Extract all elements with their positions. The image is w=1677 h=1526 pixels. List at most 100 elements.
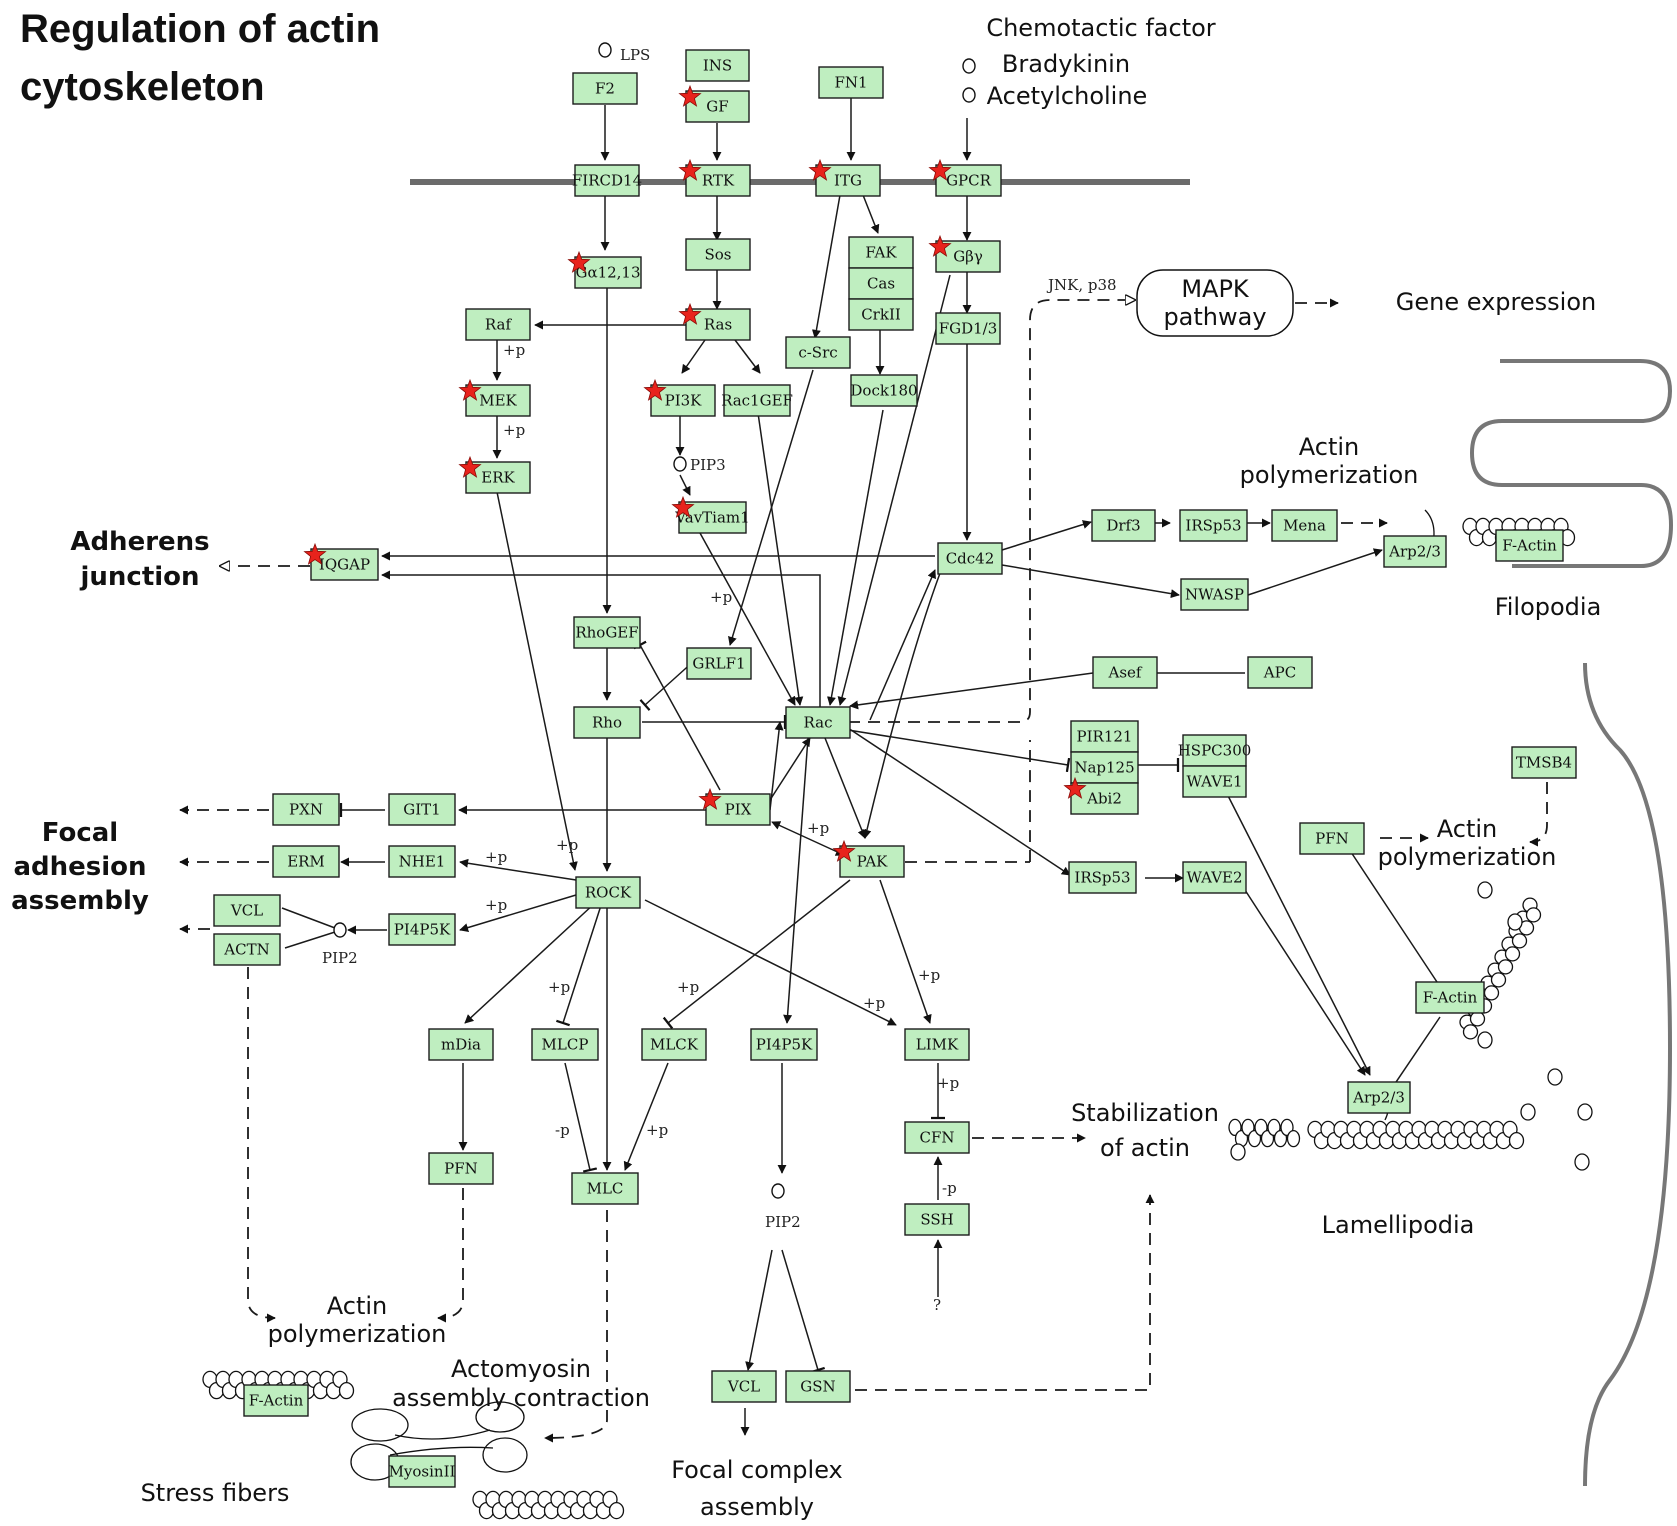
minus-p-label: -p	[555, 1121, 570, 1139]
gene-node-gpcr[interactable]: GPCR	[928, 158, 1002, 197]
gene-node-pi4p5kb[interactable]: PI4P5K	[750, 1028, 818, 1061]
gene-node-rock[interactable]: ROCK	[575, 876, 641, 909]
gene-node-gby[interactable]: Gβγ	[928, 234, 1001, 273]
gene-node-nwasp[interactable]: NWASP	[1180, 578, 1249, 611]
gene-node-hspc300[interactable]: HSPC300	[1178, 734, 1252, 767]
gene-label: MEK	[479, 392, 517, 410]
gene-label: ERM	[287, 853, 325, 871]
gene-node-cfn[interactable]: CFN	[904, 1121, 970, 1154]
gene-label: HSPC300	[1178, 742, 1252, 760]
actin-monomer	[1577, 1103, 1593, 1121]
gene-node-myosinii[interactable]: MyosinII	[388, 1455, 456, 1488]
gene-node-pi3k[interactable]: PI3K	[643, 378, 716, 417]
gene-label: GPCR	[946, 172, 992, 190]
gene-node-f2[interactable]: F2	[572, 72, 638, 105]
gene-box	[272, 793, 340, 826]
gene-node-pir121[interactable]: PIR121	[1070, 720, 1139, 753]
gene-node-vavtiam1[interactable]: VavTiam1	[671, 495, 750, 534]
gene-node-factina[interactable]: F-Actin	[1495, 529, 1564, 562]
gene-box	[1495, 529, 1564, 562]
labels: Chemotactic factor Bradykinin Acetylchol…	[11, 14, 1601, 1521]
actin-monomer	[1525, 907, 1542, 923]
gene-node-sos[interactable]: Sos	[685, 238, 751, 271]
gene-node-cas[interactable]: Cas	[848, 267, 914, 300]
mapk-pathway-label: pathway	[1163, 303, 1266, 331]
gene-label: FGD1/3	[939, 320, 998, 338]
gene-node-abi2[interactable]: Abi2	[1063, 776, 1139, 815]
gene-node-fn1[interactable]: FN1	[818, 66, 884, 99]
gene-node-factinc[interactable]: F-Actin	[243, 1384, 309, 1417]
gene-node-pix[interactable]: PIX	[698, 787, 771, 826]
gene-node-factinb[interactable]: F-Actin	[1415, 981, 1485, 1014]
gene-node-irsp53b[interactable]: IRSp53	[1068, 861, 1137, 894]
gene-node-ga1213[interactable]: Gα12,13	[567, 250, 642, 289]
gene-node-pxn[interactable]: PXN	[272, 793, 340, 826]
gene-node-mlc[interactable]: MLC	[571, 1172, 639, 1205]
gene-node-tmsb4[interactable]: TMSB4	[1511, 746, 1577, 779]
gene-node-rhogef[interactable]: RhoGEF	[573, 616, 641, 649]
gene-node-actn[interactable]: ACTN	[213, 933, 281, 966]
gene-label: ROCK	[585, 884, 632, 902]
gene-node-nhe1[interactable]: NHE1	[388, 845, 456, 878]
gene-node-grlf1[interactable]: GRLF1	[686, 647, 752, 680]
gene-node-gsn[interactable]: GSN	[785, 1370, 851, 1403]
gene-node-fak[interactable]: FAK	[848, 236, 914, 269]
gene-node-itg[interactable]: ITG	[808, 158, 881, 197]
gene-node-git1[interactable]: GIT1	[388, 793, 456, 826]
gene-node-pi4p5ka[interactable]: PI4P5K	[388, 913, 456, 946]
gene-node-mlck[interactable]: MLCK	[641, 1028, 707, 1061]
gene-node-ssh[interactable]: SSH	[904, 1203, 970, 1236]
actin-monomer	[1574, 1153, 1590, 1171]
gene-node-irsp53a[interactable]: IRSp53	[1179, 509, 1248, 542]
gene-node-rac1gef[interactable]: Rac1GEF	[721, 384, 793, 417]
gene-node-fgd13[interactable]: FGD1/3	[935, 312, 1001, 345]
gene-node-asef[interactable]: Asef	[1092, 656, 1158, 689]
filopodia-membrane	[1469, 359, 1674, 568]
gene-box	[1415, 981, 1485, 1014]
lamellipodia-label: Lamellipodia	[1322, 1211, 1475, 1239]
gene-node-ins[interactable]: INS	[685, 49, 750, 82]
gene-node-vclb[interactable]: VCL	[711, 1370, 777, 1403]
gene-node-erm[interactable]: ERM	[272, 845, 340, 878]
gene-node-pak[interactable]: PAK	[832, 839, 905, 878]
gene-node-fircd14[interactable]: FIRCD14	[572, 164, 642, 197]
gene-node-rac[interactable]: Rac	[785, 706, 851, 739]
gene-node-arp23a[interactable]: Arp2/3	[1383, 535, 1447, 568]
gene-node-iqgap[interactable]: IQGAP	[303, 542, 379, 581]
gene-node-rtk[interactable]: RTK	[678, 158, 751, 197]
gene-box	[428, 1152, 494, 1185]
actin-polymerization-bottom-line2: polymerization	[268, 1320, 447, 1348]
gene-node-apc[interactable]: APC	[1247, 656, 1313, 689]
gene-node-mena[interactable]: Mena	[1271, 509, 1338, 542]
gene-box	[1179, 509, 1248, 542]
gene-node-drf3[interactable]: Drf3	[1091, 509, 1156, 542]
gene-node-nap125[interactable]: Nap125	[1070, 751, 1139, 784]
gene-label: Raf	[485, 316, 513, 334]
gene-node-cdc42[interactable]: Cdc42	[937, 542, 1003, 575]
gene-node-vcla[interactable]: VCL	[213, 894, 281, 927]
gene-node-dock180[interactable]: Dock180	[850, 374, 918, 407]
gene-node-pfnb[interactable]: PFN	[428, 1152, 494, 1185]
gene-node-gf[interactable]: GF	[678, 84, 750, 123]
gene-node-csrc[interactable]: c-Src	[785, 336, 851, 369]
gene-node-crkii[interactable]: CrkII	[848, 298, 914, 331]
gene-label: PI4P5K	[756, 1036, 813, 1054]
gene-node-mek[interactable]: MEK	[458, 378, 531, 417]
gene-label: Abi2	[1086, 790, 1122, 808]
gene-node-ras[interactable]: Ras	[678, 302, 751, 341]
actin-monomer	[1490, 972, 1507, 988]
gene-node-limk[interactable]: LIMK	[904, 1028, 970, 1061]
gene-label: ACTN	[223, 941, 269, 959]
gene-node-wave2[interactable]: WAVE2	[1182, 861, 1247, 894]
gene-node-rho[interactable]: Rho	[573, 706, 641, 739]
gene-node-mdia[interactable]: mDia	[428, 1028, 494, 1061]
gene-node-arp23b[interactable]: Arp2/3	[1347, 1081, 1411, 1114]
gene-node-pfna[interactable]: PFN	[1299, 822, 1365, 855]
gene-node-erk[interactable]: ERK	[458, 455, 531, 494]
gene-node-wave1[interactable]: WAVE1	[1182, 765, 1247, 798]
gene-label: F-Actin	[249, 1392, 304, 1410]
gene-box	[785, 706, 851, 739]
gene-node-mlcp[interactable]: MLCP	[531, 1028, 599, 1061]
gene-node-raf[interactable]: Raf	[465, 308, 531, 341]
mapk-pathway-box	[1136, 269, 1294, 337]
